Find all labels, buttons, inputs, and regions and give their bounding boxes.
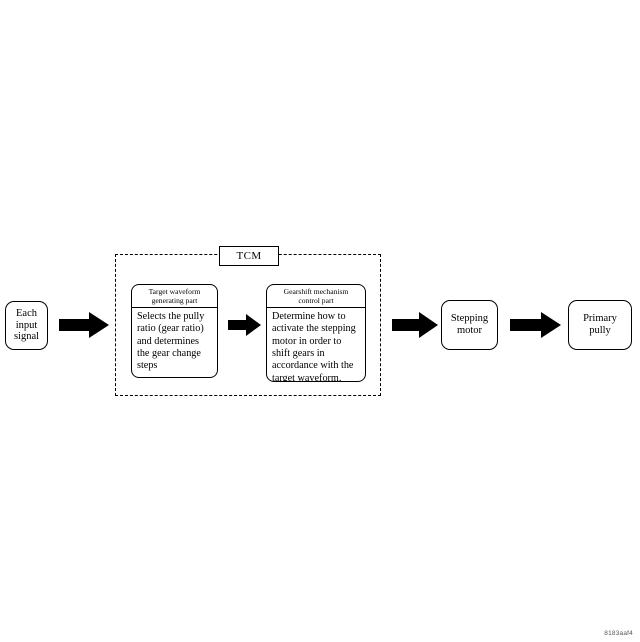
arrow-shaft — [510, 319, 543, 331]
arrow-head — [541, 312, 561, 338]
inner-box-gearshift-mechanism-control-part: Gearshift mechanism control part Determi… — [266, 284, 366, 382]
node-each-input-signal-line2: input — [15, 319, 38, 331]
arrow-head — [246, 314, 261, 336]
node-stepping-motor: Stepping motor — [441, 300, 498, 350]
node-each-input-signal-line3: signal — [13, 331, 40, 343]
node-stepping-motor-line1: Stepping — [450, 313, 489, 325]
arrow-shaft — [228, 320, 248, 330]
inner-box-gearshift-title: Gearshift mechanism control part — [267, 285, 365, 308]
inner-box-target-waveform-body: Selects the pully ratio (gear ratio) and… — [137, 311, 205, 372]
inner-box-gearshift-title-line1: Gearshift mechanism — [283, 287, 349, 296]
arrow-shaft — [59, 319, 91, 331]
arrow-shaft — [392, 319, 421, 331]
inner-box-target-waveform-title-line2: generating part — [151, 295, 198, 305]
arrow-tcm-to-stepping-motor-icon — [392, 312, 438, 338]
node-each-input-signal: Each input signal — [5, 301, 48, 350]
inner-box-target-waveform-title: Target waveform generating part — [132, 285, 217, 308]
arrow-stepping-motor-to-primary-pully-icon — [510, 312, 562, 338]
arrow-head — [89, 312, 109, 338]
figure-reference-id: 8183aaf4 — [604, 630, 633, 637]
inner-box-gearshift-body: Determine how to activate the stepping m… — [272, 311, 356, 382]
node-primary-pully: Primary pully — [568, 300, 632, 350]
inner-box-target-waveform-generating-part: Target waveform generating part Selects … — [131, 284, 218, 378]
tcm-label-text: TCM — [236, 250, 262, 262]
arrow-inner-stage-icon — [228, 314, 261, 336]
arrow-head — [419, 312, 438, 338]
node-stepping-motor-line2: motor — [456, 325, 483, 336]
node-primary-pully-line1: Primary — [583, 313, 617, 325]
node-each-input-signal-line1: Each — [16, 307, 37, 319]
tcm-label-box: TCM — [219, 246, 279, 266]
inner-box-target-waveform-title-line1: Target waveform — [148, 287, 201, 296]
inner-box-gearshift-title-line2: control part — [298, 295, 334, 305]
node-primary-pully-line2: pully — [589, 325, 611, 336]
arrow-input-to-tcm-icon — [59, 312, 109, 338]
